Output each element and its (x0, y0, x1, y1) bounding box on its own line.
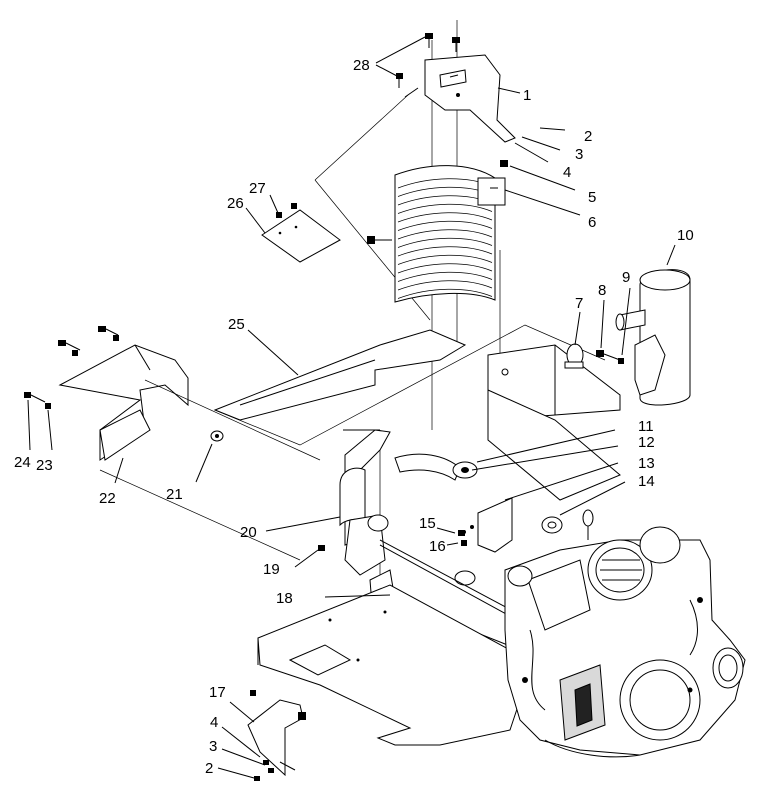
muffler-bracket (487, 344, 621, 501)
label-12: 12 (638, 434, 655, 451)
eyebolt-14 (582, 509, 594, 540)
bolts-28 (396, 33, 460, 98)
label-18: 18 (276, 590, 293, 607)
muffler-10 (615, 269, 691, 406)
part-1-top-shroud (424, 54, 516, 143)
label-19: 19 (263, 561, 280, 578)
shroud-fin (397, 203, 493, 214)
shroud-fin (397, 288, 493, 299)
label-9: 9 (622, 269, 630, 286)
label-27: 27 (249, 180, 266, 197)
label-11: 11 (638, 418, 654, 435)
label-8: 8 (598, 282, 606, 299)
plate-26 (261, 203, 341, 263)
label-25: 25 (228, 316, 245, 333)
finned-shroud (394, 160, 508, 303)
label-15: 15 (419, 515, 436, 532)
rear-bolts (24, 326, 119, 409)
label-5: 5 (588, 189, 596, 206)
label-10: 10 (677, 227, 694, 244)
label-1: 1 (523, 87, 531, 104)
bolt-shroud-side (367, 236, 392, 244)
label-2-lower: 2 (205, 760, 213, 777)
shroud-fin (397, 280, 493, 291)
gaskets (367, 461, 563, 586)
label-7: 7 (575, 295, 583, 312)
exhaust-pipe-20 (339, 429, 461, 606)
shroud-fin (397, 212, 493, 223)
label-24: 24 (14, 454, 31, 471)
shroud-fin (397, 229, 493, 240)
rear-shroud-22 (58, 344, 189, 461)
label-23: 23 (36, 457, 53, 474)
floor-frame-outline (214, 324, 606, 446)
guard-17 (247, 690, 306, 781)
leader-lines (27, 36, 676, 779)
label-6: 6 (588, 214, 596, 231)
washer-21 (99, 379, 321, 561)
label-17: 17 (209, 684, 226, 701)
shroud-fin (397, 263, 493, 274)
clamp-7 (564, 343, 624, 369)
bracket-13 (462, 497, 513, 553)
part-labels: 1 2 3 4 5 6 7 8 9 10 11 12 13 14 15 16 1… (14, 57, 694, 777)
label-4-lower: 4 (210, 714, 218, 731)
label-22: 22 (99, 490, 116, 507)
label-2: 2 (584, 128, 592, 145)
baffle-plate-25 (213, 329, 467, 421)
label-28: 28 (353, 57, 370, 74)
shroud-fin (397, 220, 493, 231)
label-3: 3 (575, 146, 583, 163)
label-14: 14 (638, 473, 655, 490)
label-4: 4 (563, 164, 571, 181)
label-13: 13 (638, 455, 655, 472)
label-26: 26 (227, 195, 244, 212)
label-20: 20 (240, 524, 257, 541)
label-21: 21 (166, 486, 183, 503)
shroud-fin (397, 246, 493, 257)
shroud-fin (397, 237, 493, 248)
shroud-fin (397, 254, 493, 265)
label-16: 16 (429, 538, 446, 555)
label-3-lower: 3 (209, 738, 217, 755)
shroud-fin (397, 271, 493, 282)
floor-plate (257, 584, 521, 746)
engine (504, 526, 746, 758)
